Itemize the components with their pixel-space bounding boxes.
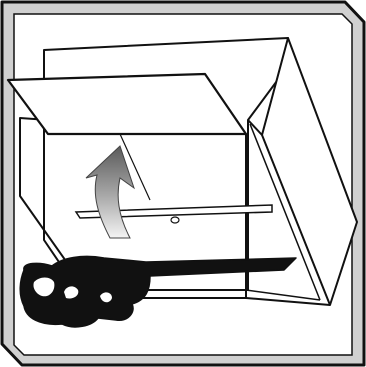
lid-flap [8,74,246,134]
shelf-hole [171,217,179,223]
